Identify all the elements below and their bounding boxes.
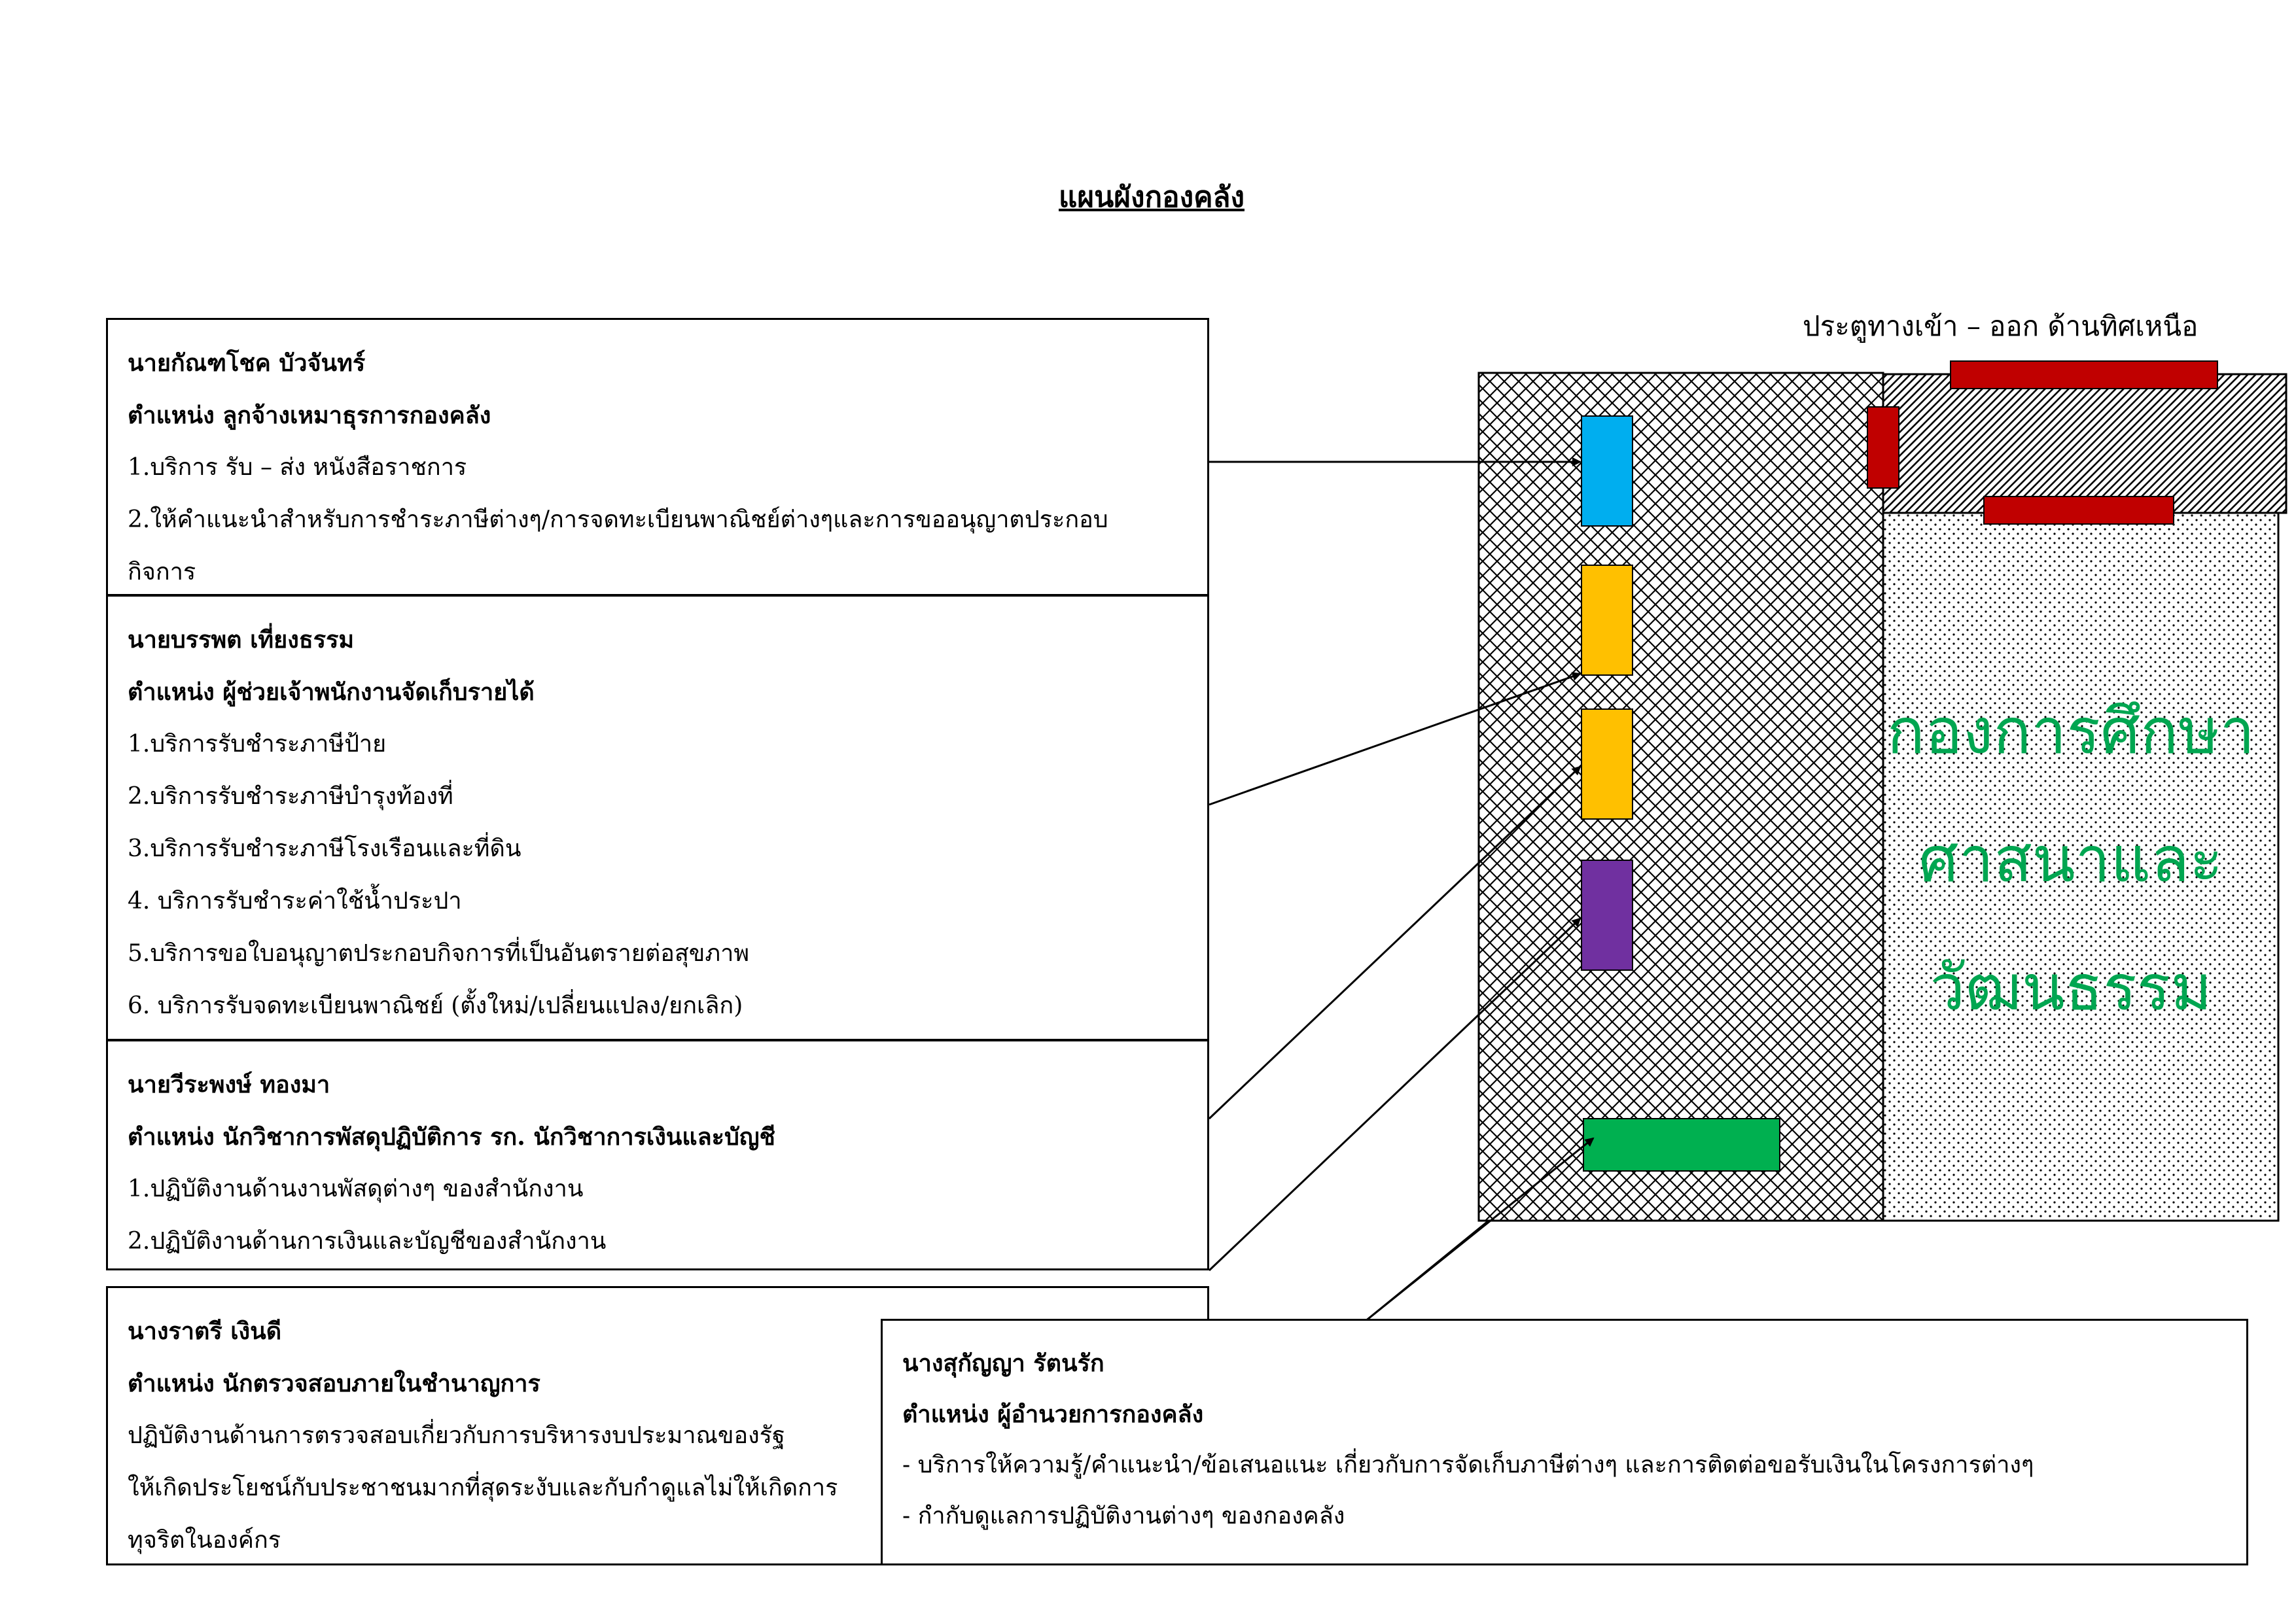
desk-blue [1581,415,1633,527]
desk-green [1583,1118,1780,1172]
desk-yellow-2 [1581,708,1633,820]
door-inner [1983,496,2174,525]
north-corridor [1882,373,2287,514]
staff-box-sukanya: นางสุกัญญา รัตนรัก ตำแหน่ง ผู้อำนวยการกอ… [881,1319,2248,1565]
division-label-line-2: ศาสนาและ [1918,823,2223,896]
door-side [1867,406,1899,489]
staff-position: ตำแหน่ง ผู้อำนวยการกองคลัง [902,1401,1204,1428]
door-top [1950,360,2218,389]
education-area [1882,512,2280,1222]
staff-duty: ให้เกิดประโยชน์กับประชาชนมากที่สุดระงับแ… [128,1475,838,1501]
staff-duty: 2.บริการรับชำระภาษีบำรุงท้องที่ [128,783,453,810]
division-label-line-1: กองการศึกษา [1886,695,2255,768]
staff-duty: กิจการ [128,559,196,585]
arrow-box3a [1208,765,1581,1120]
staff-duty: 1.บริการรับชำระภาษีป้าย [128,731,387,758]
staff-duty: 3.บริการรับชำระภาษีโรงเรือนและที่ดิน [128,835,521,862]
staff-duty: 5.บริการขอใบอนุญาตประกอบกิจการที่เป็นอัน… [128,940,750,967]
staff-duty: 6. บริการรับจดทะเบียนพาณิชย์ (ตั้งใหม่/เ… [128,992,743,1019]
staff-name: นายกัณฑโชค บัวจันทร์ [128,349,366,377]
staff-position: ตำแหน่ง ผู้ช่วยเจ้าพนักงานจัดเก็บรายได้ [128,678,535,706]
staff-box-kanthachok: นายกัณฑโชค บัวจันทร์ ตำแหน่ง ลูกจ้างเหมา… [106,318,1209,596]
staff-duty: 2.ปฏิบัติงานด้านการเงินและบัญชีของสำนักง… [128,1228,607,1255]
staff-position: ตำแหน่ง ลูกจ้างเหมาธุรการกองคลัง [128,402,491,429]
staff-duty: - บริการให้ความรู้/คำแนะนำ/ข้อเสนอแนะ เก… [902,1452,2034,1478]
page-title: แผนผังกองคลัง [1059,181,1245,214]
staff-name: นางราตรี เงินดี [128,1318,282,1345]
staff-position: ตำแหน่ง นักตรวจสอบภายในชำนาญการ [128,1370,540,1397]
finance-area [1477,372,1884,1222]
staff-duty: ปฏิบัติงานด้านการตรวจสอบเกี่ยวกับการบริห… [128,1422,785,1449]
staff-name: นายบรรพต เที่ยงธรรม [128,626,355,654]
staff-duty: 4. บริการรับชำระค่าใช้น้ำประปา [128,888,462,915]
staff-box-weeraphong: นายวีระพงษ์ ทองมา ตำแหน่ง นักวิชาการพัสด… [106,1039,1209,1270]
division-label: กองการศึกษา ศาสนาและ วัฒนธรรม [1884,667,2257,1052]
arrow-box2 [1209,672,1581,806]
staff-duty: ทุจริตในองค์กร [128,1527,281,1554]
connector-box5 [1364,1219,1489,1323]
staff-name: นายวีระพงษ์ ทองมา [128,1071,330,1098]
division-label-line-3: วัฒนธรรม [1930,951,2212,1024]
desk-yellow-1 [1581,565,1633,676]
staff-box-banphot: นายบรรพต เที่ยงธรรม ตำแหน่ง ผู้ช่วยเจ้าพ… [106,595,1209,1041]
staff-duty: 2.ให้คำแนะนำสำหรับการชำระภาษีต่างๆ/การจด… [128,506,1108,533]
staff-position: ตำแหน่ง นักวิชาการพัสดุปฏิบัติการ รก. นั… [128,1123,775,1151]
staff-duty: 1.บริการ รับ – ส่ง หนังสือราชการ [128,454,467,481]
staff-duty: - กำกับดูแลการปฏิบัติงานต่างๆ ของกองคลัง [902,1503,1345,1529]
desk-purple [1581,860,1633,971]
arrow-box3b [1208,917,1581,1272]
gate-label: ประตูทางเข้า – ออก ด้านทิศเหนือ [1803,310,2199,342]
staff-name: นางสุกัญญา รัตนรัก [902,1350,1104,1377]
staff-duty: 1.ปฏิบัติงานด้านงานพัสดุต่างๆ ของสำนักงา… [128,1176,584,1202]
